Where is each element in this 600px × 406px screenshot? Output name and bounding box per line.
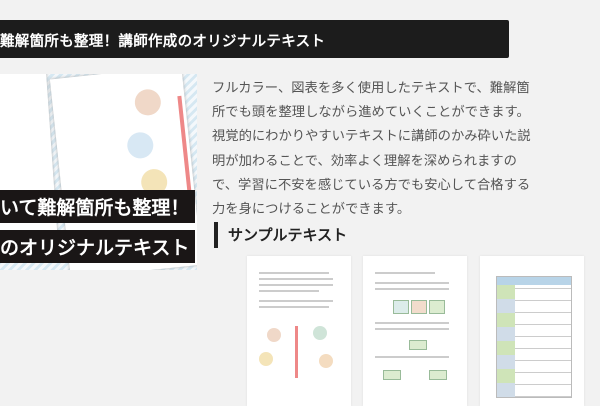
description-line: 力を身につけることができます。	[212, 202, 411, 218]
anatomy-figure	[177, 95, 192, 196]
hero-overlay-line1: いて難解箇所も整理！	[0, 190, 196, 223]
table-row-headers	[497, 285, 515, 397]
figure-circle	[267, 328, 281, 342]
text-line	[375, 328, 449, 330]
hero-overlay-line2: のオリジナルテキスト	[0, 230, 196, 263]
diagram-box	[411, 300, 427, 314]
diagram-box	[429, 300, 445, 314]
description-line: 所でも頭を整理しながら進めていくことができます。	[212, 105, 530, 121]
table-header	[497, 277, 571, 285]
figure-circle	[133, 88, 163, 117]
figure-circle	[313, 326, 327, 340]
text-line	[375, 356, 449, 358]
description-line: で、学習に不安を感じている方でも安心して合格する	[212, 177, 531, 193]
anatomy-figure	[295, 326, 298, 378]
diagram-box	[393, 300, 409, 314]
text-line	[259, 284, 333, 286]
figure-circle	[126, 131, 155, 160]
text-line	[375, 282, 449, 284]
description-line: 視覚的にわかりやすいテキストに講師のかみ砕いた説	[212, 129, 531, 145]
text-line	[259, 272, 329, 274]
text-line	[259, 290, 319, 292]
description-line: フルカラー、図表を多く使用したテキストで、難解箇	[212, 81, 530, 96]
text-line	[375, 322, 449, 324]
sample-thumbnail-3[interactable]	[480, 256, 584, 406]
description: フルカラー、図表を多く使用したテキストで、難解箇 所でも頭を整理しながら進めてい…	[212, 77, 592, 222]
diagram-box	[409, 340, 427, 350]
diagram-box	[383, 370, 401, 380]
figure-circle	[319, 354, 333, 368]
text-line	[259, 306, 329, 308]
text-line	[259, 300, 333, 302]
description-line: 明が加わることで、効率よく理解を深められますの	[212, 153, 517, 169]
textbook-page-left	[0, 74, 59, 257]
hero-image: いて難解箇所も整理！ のオリジナルテキスト	[0, 74, 197, 270]
table-figure	[496, 276, 572, 398]
text-line	[375, 272, 435, 274]
sample-thumbnail-2[interactable]	[363, 256, 467, 406]
section-header: 難解箇所も整理！講師作成のオリジナルテキスト	[0, 20, 509, 58]
section-title: 難解箇所も整理！講師作成のオリジナルテキスト	[0, 34, 326, 50]
diagram-box	[429, 370, 447, 380]
text-line	[375, 288, 449, 290]
figure-circle	[259, 352, 273, 366]
text-line	[259, 278, 333, 280]
sample-heading: サンプルテキスト	[214, 222, 347, 248]
sample-thumbnail-1[interactable]	[247, 256, 351, 406]
